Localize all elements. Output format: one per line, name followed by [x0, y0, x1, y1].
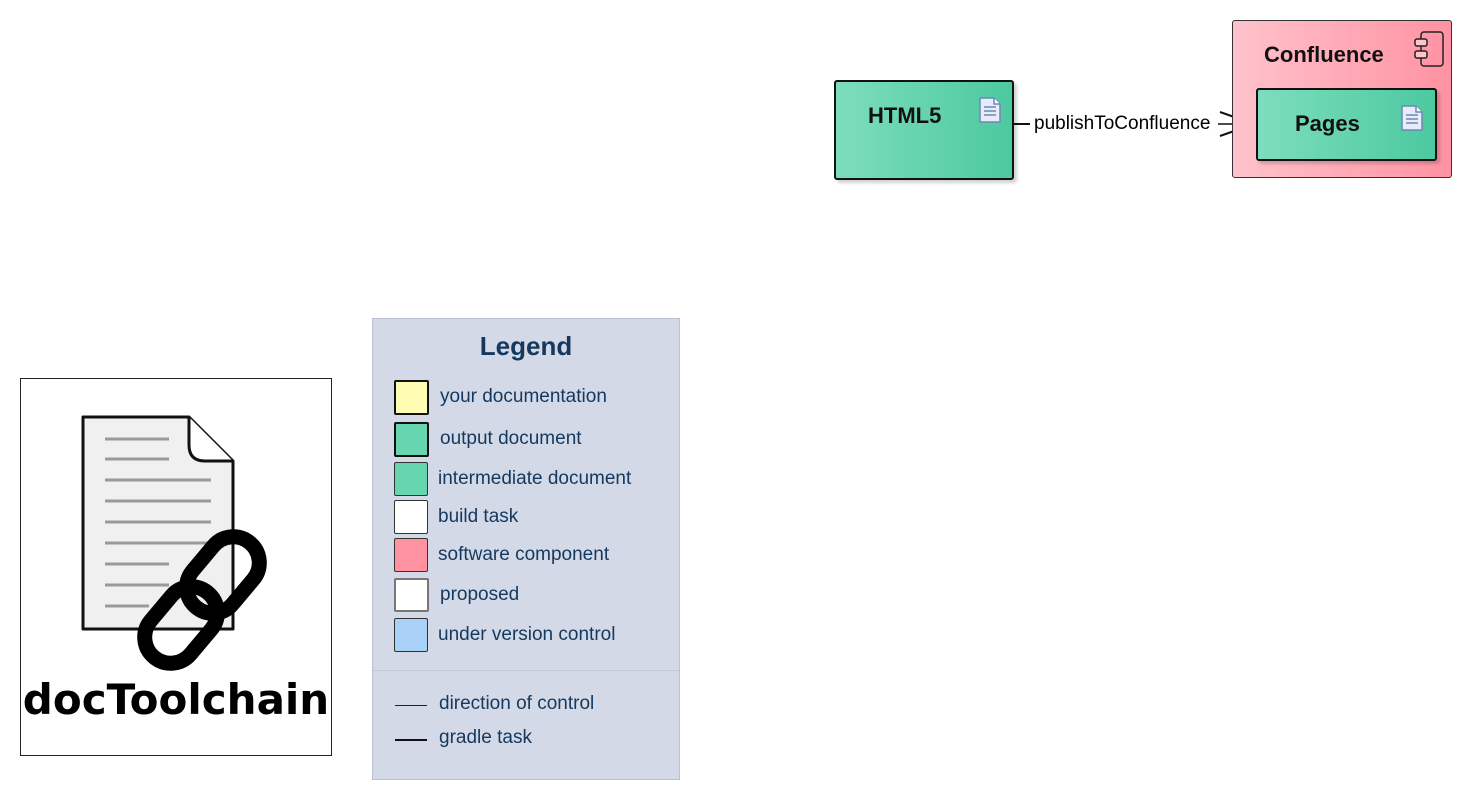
logo-title: docToolchain [22, 675, 330, 724]
legend-item-build-task: build task [394, 500, 664, 534]
document-icon [979, 97, 1001, 123]
legend-label: build task [438, 506, 519, 527]
legend-item-your-documentation: your documentation [394, 380, 664, 415]
legend-item-under-version-control: under version control [394, 618, 664, 652]
doctoolchain-logo: docToolchain [20, 378, 332, 756]
legend-line-direction-of-control: direction of control [395, 693, 665, 717]
legend-label: proposed [440, 584, 520, 605]
html5-node[interactable]: HTML5 [834, 80, 1014, 180]
legend-label: software component [438, 544, 610, 565]
legend-swatch [394, 538, 428, 572]
legend-panel: Legend your documentation output documen… [372, 318, 680, 780]
html5-label: HTML5 [868, 103, 942, 128]
legend-title: Legend [479, 331, 573, 361]
legend-label: under version control [438, 624, 616, 645]
legend-swatch [394, 500, 428, 534]
component-icon [1414, 31, 1444, 67]
legend-line-label: direction of control [439, 693, 595, 714]
confluence-label: Confluence [1264, 42, 1384, 67]
legend-label: intermediate document [438, 468, 632, 489]
legend-item-intermediate-document: intermediate document [394, 462, 664, 496]
pages-label: Pages [1295, 111, 1360, 136]
legend-label: output document [440, 428, 582, 449]
legend-label: your documentation [440, 386, 607, 407]
pages-node[interactable]: Pages [1256, 88, 1437, 161]
legend-item-software-component: software component [394, 538, 664, 572]
legend-swatch [394, 462, 428, 496]
legend-line-sample [395, 739, 427, 741]
legend-item-proposed: proposed [394, 578, 664, 612]
edge-label: publishToConfluence [1034, 113, 1211, 134]
legend-divider [373, 670, 679, 671]
legend-swatch [394, 618, 428, 652]
legend-line-label: gradle task [439, 727, 532, 748]
document-icon [1401, 105, 1423, 131]
confluence-component[interactable]: Confluence Pages [1232, 20, 1452, 178]
document-chain-icon [81, 415, 267, 671]
legend-swatch [394, 380, 429, 415]
legend-item-output-document: output document [394, 422, 664, 457]
legend-line-gradle-task: gradle task [395, 727, 665, 751]
legend-swatch [394, 578, 429, 612]
legend-line-sample [395, 705, 427, 706]
legend-swatch [394, 422, 429, 457]
